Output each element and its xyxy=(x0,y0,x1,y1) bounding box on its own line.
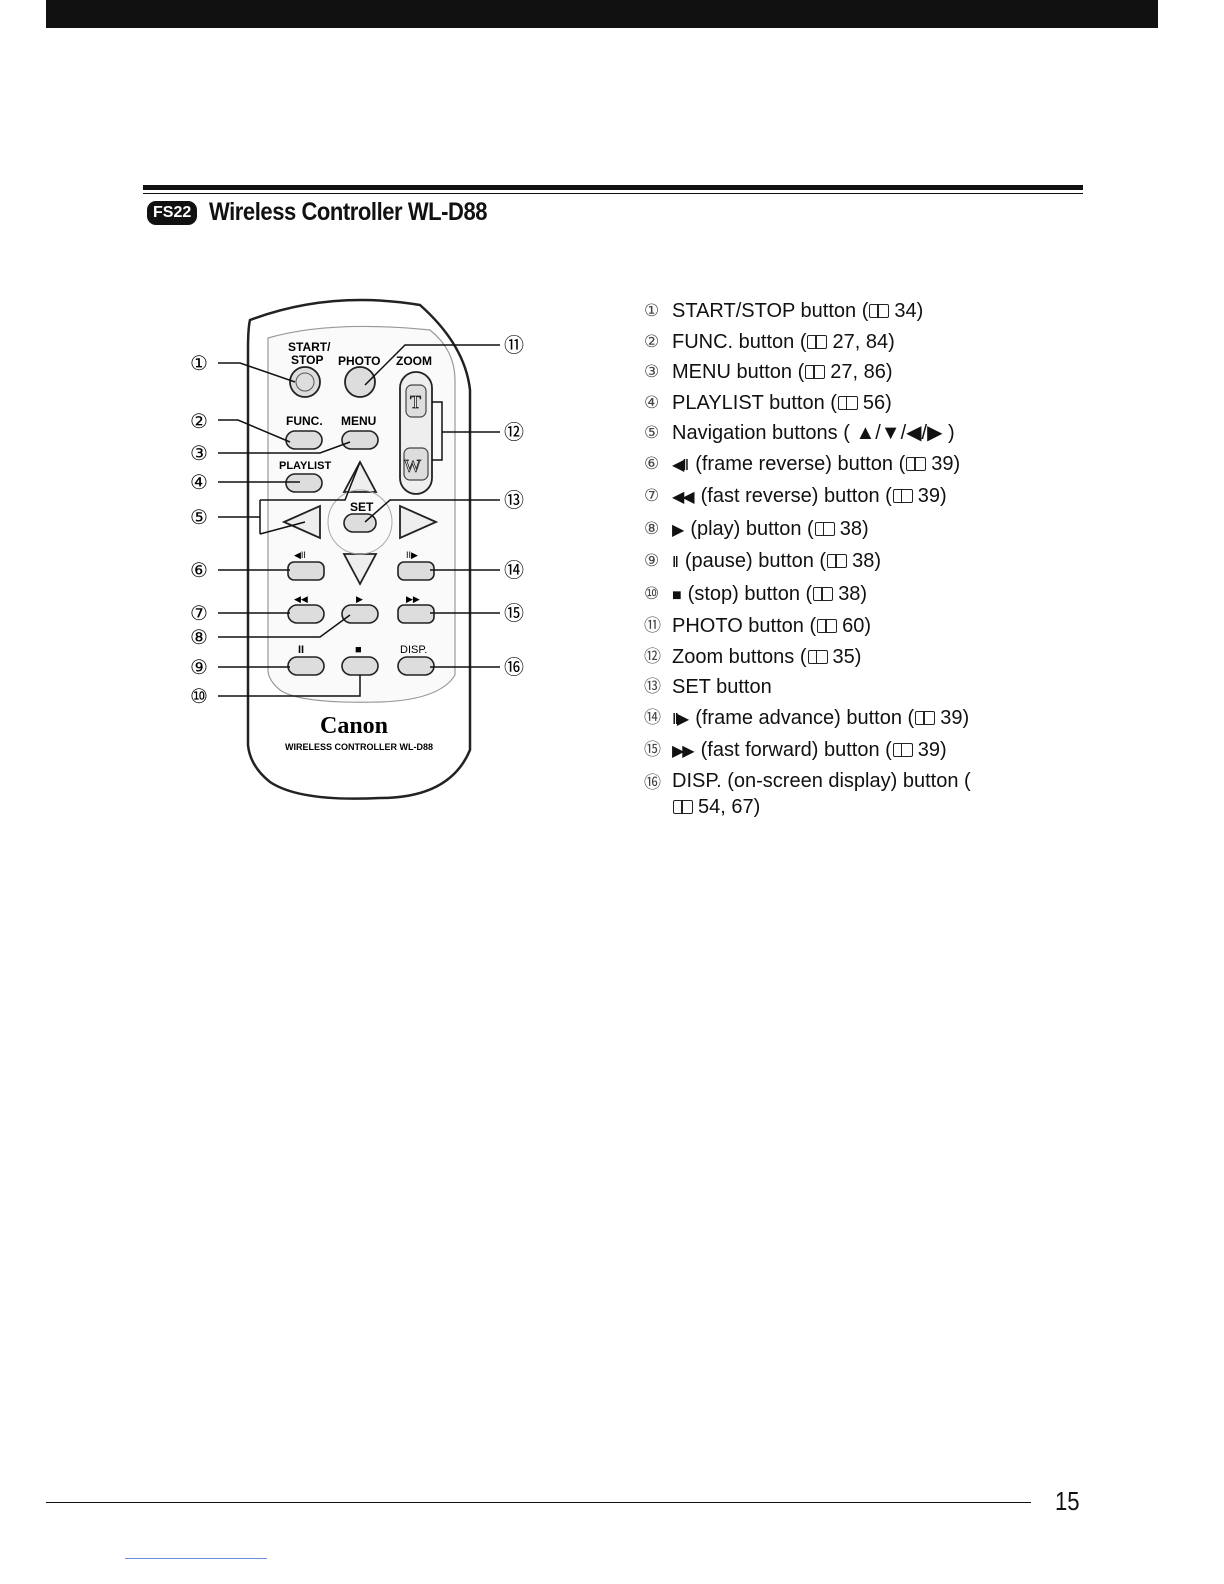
callout-3: ③ xyxy=(190,443,208,465)
book-icon xyxy=(869,304,890,318)
callout-12: ⑫ xyxy=(504,421,524,444)
callout-1: ① xyxy=(190,353,208,375)
book-icon xyxy=(814,521,835,536)
book-icon xyxy=(837,395,858,410)
pause-label: II xyxy=(298,644,304,656)
zoom-w-button xyxy=(403,447,429,481)
book-icon xyxy=(807,649,828,664)
callout-15: ⑮ xyxy=(504,602,524,625)
stop-button xyxy=(341,656,379,676)
section-heading: FS22 Wireless Controller WL-D88 xyxy=(147,198,525,227)
section-rule-thin xyxy=(143,193,1083,194)
zoom-label: ZOOM xyxy=(396,354,432,368)
callout-13: ⑬ xyxy=(504,489,524,512)
set-ring xyxy=(327,489,393,555)
fast-forward-button xyxy=(397,604,435,624)
callout-8: ⑧ xyxy=(190,627,208,649)
fast-reverse-label: ◀◀ xyxy=(294,594,308,604)
book-icon xyxy=(673,799,693,814)
callout-10: ⑩ xyxy=(190,686,208,708)
callout-9: ⑨ xyxy=(190,657,208,679)
book-icon xyxy=(915,710,936,725)
top-black-bar xyxy=(46,0,1158,28)
pause-button xyxy=(287,656,325,676)
page-number: 15 xyxy=(1055,1486,1080,1516)
playlist-label: PLAYLIST xyxy=(279,460,331,472)
start-stop-label-2: STOP xyxy=(291,353,323,367)
callout-7: ⑦ xyxy=(190,603,208,625)
play-button xyxy=(341,604,379,624)
disp-label: DISP. xyxy=(400,644,427,656)
frame-reverse-button xyxy=(287,561,325,581)
callout-4: ④ xyxy=(190,472,208,494)
callout-5: ⑤ xyxy=(190,507,208,529)
fast-forward-label: ▶▶ xyxy=(406,594,420,604)
play-label: ▶ xyxy=(356,594,363,604)
page-title: Wireless Controller WL-D88 xyxy=(209,198,488,226)
list-item: ⑩■(stop) button (38) xyxy=(644,582,868,605)
fast-reverse-button xyxy=(287,604,325,624)
book-icon xyxy=(906,456,927,471)
list-item: ⑦◀◀(fast reverse) button (39) xyxy=(644,485,947,507)
func-label: FUNC. xyxy=(286,414,323,428)
decorative-blue-line xyxy=(125,1558,267,1559)
book-icon xyxy=(817,619,838,633)
photo-label: PHOTO xyxy=(338,354,380,368)
photo-button xyxy=(344,366,376,398)
brand-logo: Canon xyxy=(320,713,388,739)
menu-button xyxy=(341,430,379,450)
callout-11: ⑪ xyxy=(504,334,524,357)
book-icon xyxy=(827,554,848,568)
book-icon xyxy=(813,586,834,601)
model-badge: FS22 xyxy=(147,200,198,225)
zoom-w-label: W xyxy=(404,456,421,476)
list-item: ⑧▶(play) button (38) xyxy=(644,517,869,540)
nav-up-button xyxy=(342,460,378,493)
book-icon xyxy=(805,365,826,379)
footer-rule xyxy=(46,1502,1031,1503)
callout-16: ⑯ xyxy=(504,656,524,679)
menu-label: MENU xyxy=(341,414,376,428)
list-item: ⑥◀II(frame reverse) button (39) xyxy=(644,452,961,475)
book-icon xyxy=(892,743,913,757)
callout-leaders xyxy=(218,344,500,697)
callout-numbers: ① ② ③ ④ ⑤ ⑥ ⑦ ⑧ ⑨ ⑩ ⑪ ⑫ ⑬ ⑭ ⑮ ⑯ xyxy=(190,334,524,708)
nav-left-button xyxy=(281,504,321,540)
frame-advance-button xyxy=(397,561,435,581)
remote-diagram: START/ STOP PHOTO ZOOM FUNC. MENU PLAYLI… xyxy=(190,298,524,800)
callout-6: ⑥ xyxy=(190,560,208,582)
callout-14: ⑭ xyxy=(504,559,524,582)
section-rule-thick xyxy=(143,185,1083,190)
book-icon xyxy=(892,489,913,503)
nav-right-button xyxy=(399,504,439,540)
start-stop-label-1: START/ xyxy=(288,340,331,354)
model-label: WIRELESS CONTROLLER WL-D88 xyxy=(285,742,433,752)
frame-advance-label: II▶ xyxy=(406,550,418,560)
callout-2: ② xyxy=(190,411,208,433)
set-label: SET xyxy=(350,500,374,514)
playlist-button xyxy=(285,473,323,493)
list-item: ⑮▶▶(fast forward) button (39) xyxy=(644,739,947,761)
disp-button xyxy=(397,656,435,676)
func-button xyxy=(285,430,323,450)
stop-label: ■ xyxy=(355,644,362,656)
zoom-t-label: T xyxy=(410,392,421,412)
zoom-t-button xyxy=(405,384,427,418)
book-icon xyxy=(807,334,828,349)
start-stop-button xyxy=(289,366,321,398)
frame-reverse-label: ◀II xyxy=(294,550,306,560)
